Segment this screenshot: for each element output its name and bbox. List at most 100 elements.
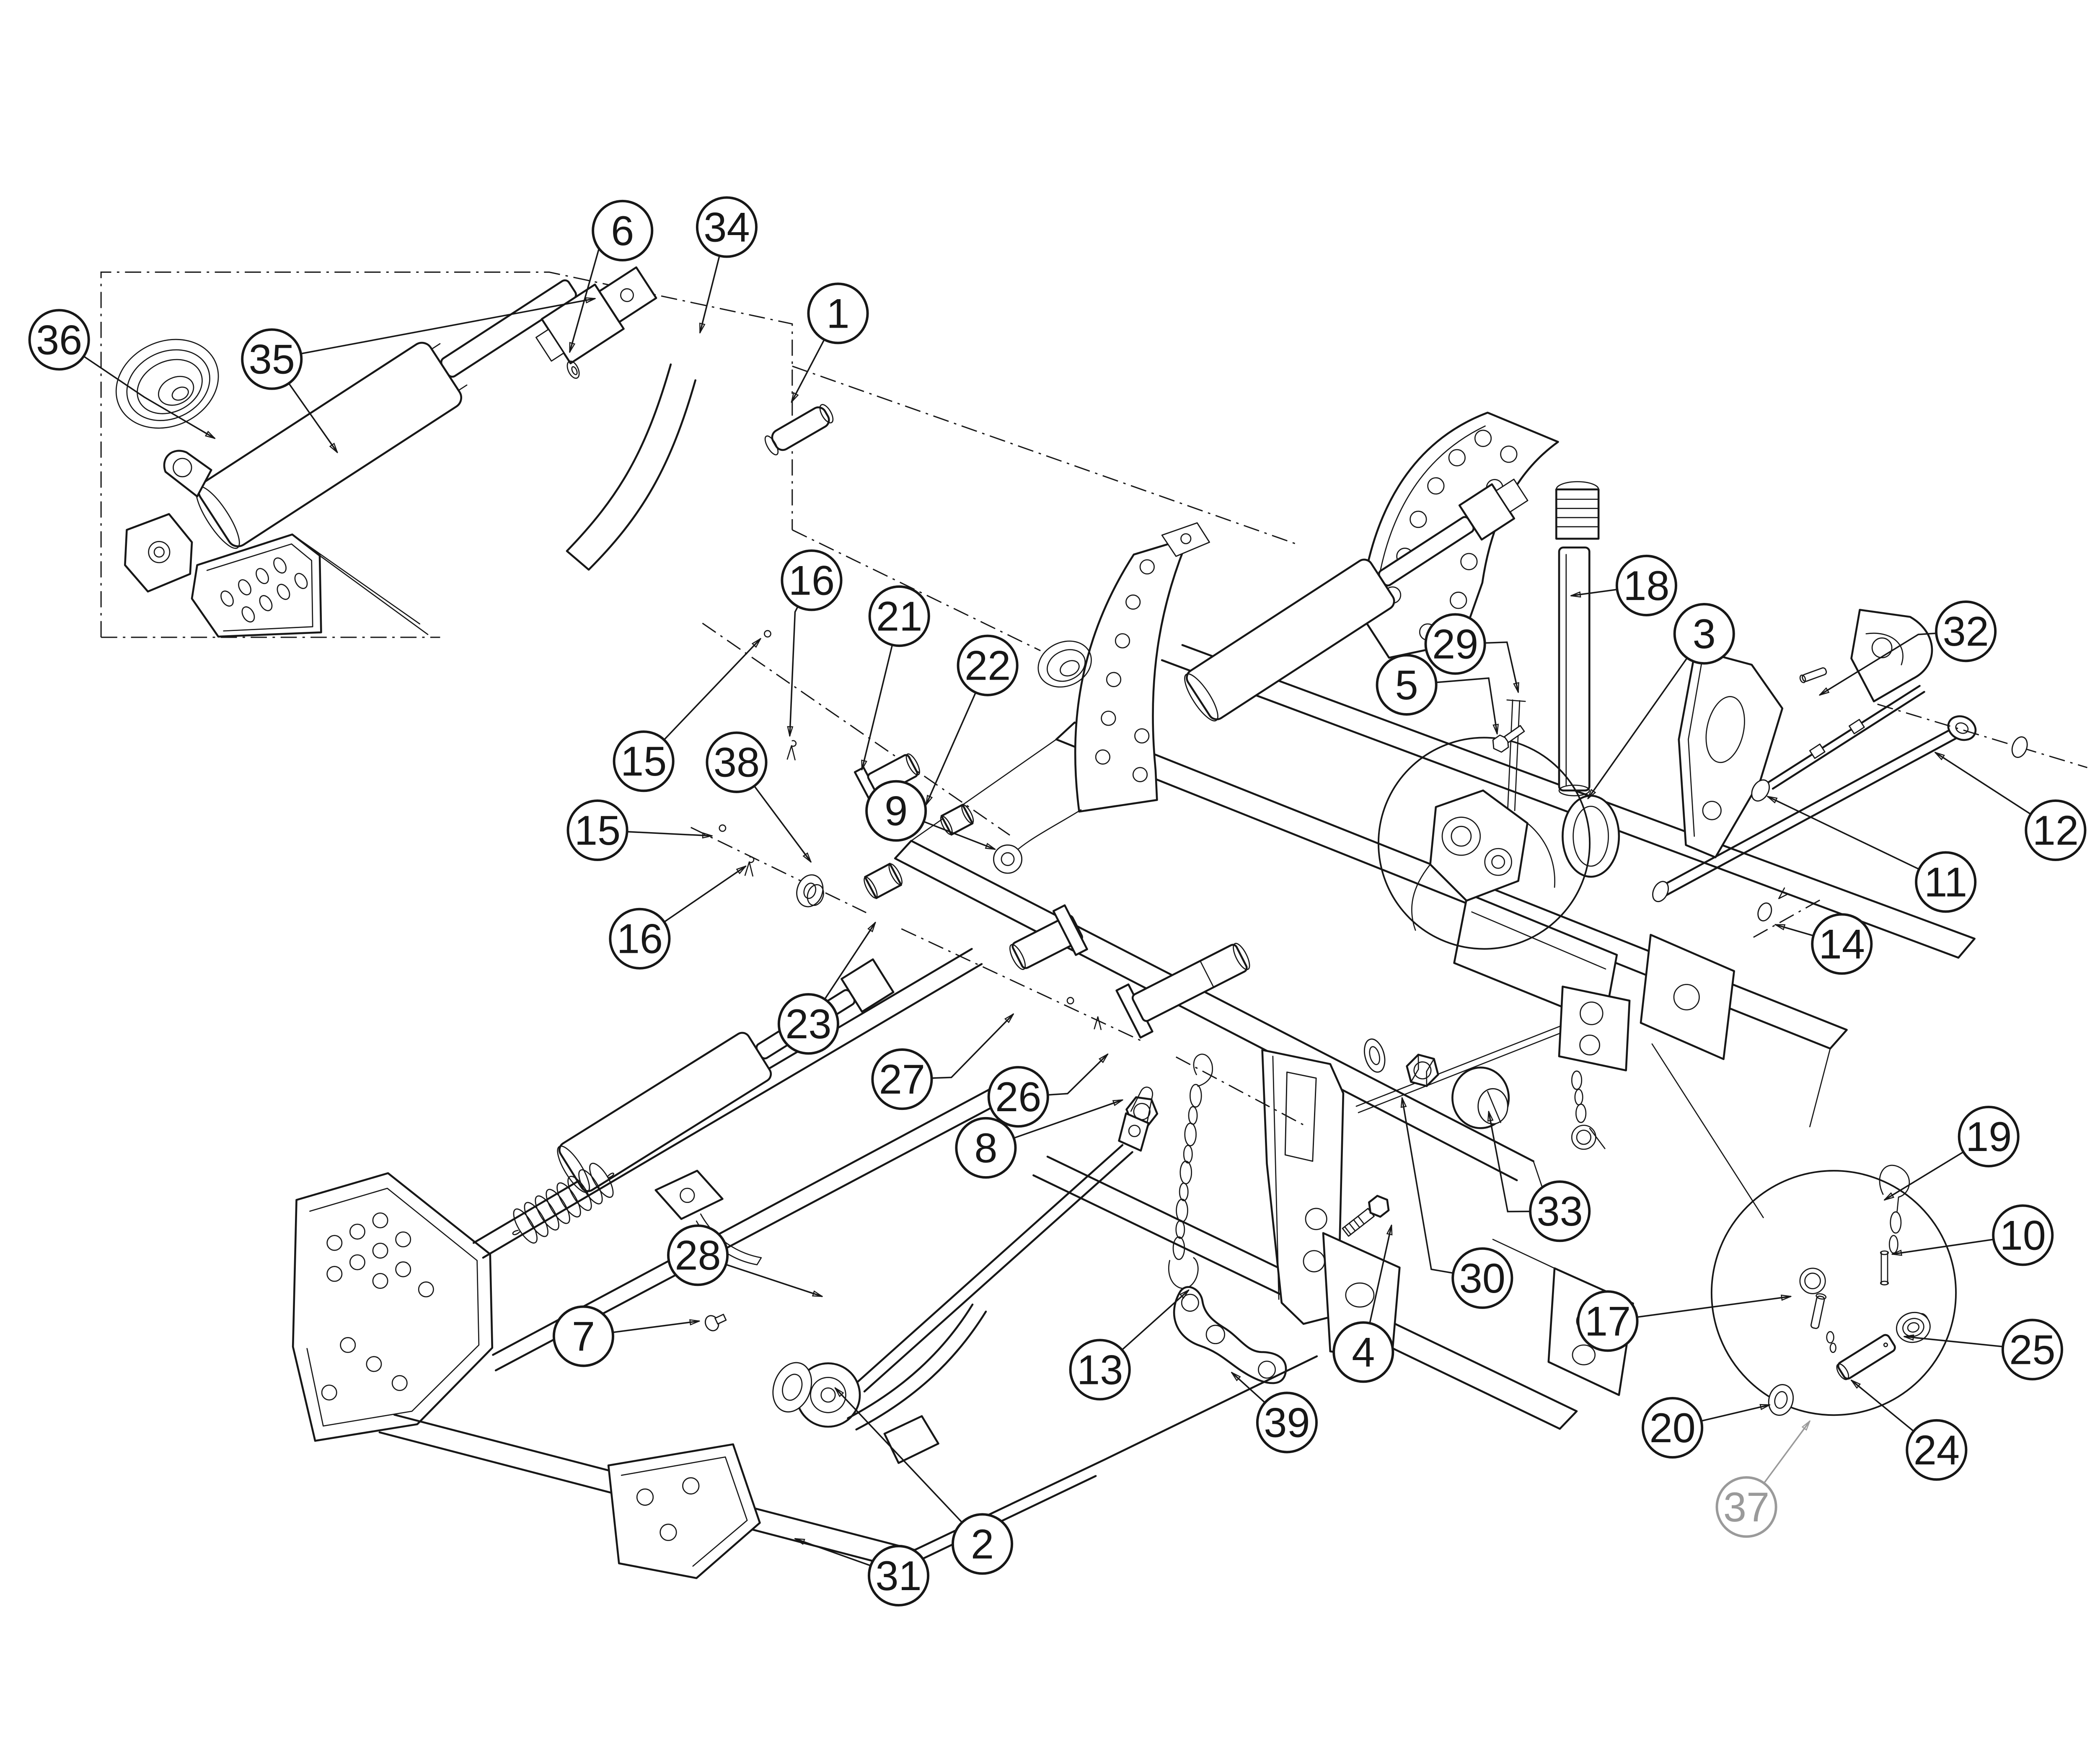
balloon-circle: [1906, 1419, 1968, 1481]
leader-line: [1637, 1296, 1791, 1318]
callout-balloon-16: 16: [609, 908, 671, 970]
balloon-circle: [696, 196, 758, 258]
callout-balloon-23: 23: [777, 993, 839, 1055]
balloon-circle: [1615, 554, 1677, 616]
balloon-number: 31: [875, 1553, 921, 1599]
balloon-number: 5: [1395, 662, 1418, 709]
balloon-circle: [1935, 600, 1997, 662]
balloon-circle: [955, 1117, 1017, 1179]
leader-line: [1231, 1373, 1266, 1403]
balloon-number: 35: [249, 336, 295, 383]
flanged-nut: [1896, 1311, 1931, 1343]
balloon-circle: [957, 634, 1019, 696]
leader-line: [1588, 657, 1688, 799]
leader-line: [1775, 923, 1814, 936]
balloon-number: 25: [2009, 1327, 2055, 1373]
balloon-number: 23: [785, 1001, 831, 1048]
callout-balloon-13: 13: [1069, 1339, 1131, 1401]
hydraulic-cylinder-right: [1184, 479, 1529, 722]
curved-arm-inset: [566, 363, 696, 571]
leader-line: [1851, 1380, 1914, 1432]
callout-balloon-9: 9: [865, 780, 927, 842]
small-clevis-pin: [1880, 1250, 1889, 1285]
callout-balloon-30: 30: [1451, 1247, 1513, 1309]
callout-balloon-5: 5: [1376, 654, 1438, 716]
adjuster-rod: [1751, 667, 1925, 802]
balloon-circle: [1915, 851, 1977, 913]
balloon-circle: [1424, 613, 1486, 675]
link-arm: [1173, 1286, 1287, 1384]
balloon-number: 8: [974, 1125, 997, 1172]
leader-line: [664, 866, 746, 923]
balloon-number: 36: [36, 317, 82, 363]
balloon-number: 15: [621, 738, 667, 785]
callout-balloon-12: 12: [2025, 799, 2087, 861]
weld-washer-frame: [1363, 1038, 1386, 1073]
balloon-number: 30: [1459, 1255, 1505, 1302]
rod-end-clamp-inset: [535, 266, 657, 365]
balloon-circle: [592, 199, 654, 261]
balloon-circle: [868, 1544, 930, 1606]
leader-line: [1485, 641, 1518, 692]
hydraulic-cylinder-left: [557, 958, 895, 1193]
leader-line: [1935, 753, 2031, 815]
callout-balloon-27: 27: [871, 1048, 933, 1110]
balloon-circle: [1992, 1204, 2054, 1266]
leader-line: [1489, 1112, 1531, 1213]
callout-balloon-4: 4: [1332, 1321, 1394, 1383]
callout-balloon-6: 6: [592, 199, 654, 261]
balloon-circle: [865, 780, 927, 842]
callout-balloon-1: 1: [807, 282, 869, 344]
rod-axis-line: [1877, 704, 2087, 768]
leader-line: [1048, 1054, 1108, 1096]
callout-balloon-8: 8: [955, 1117, 1017, 1179]
callout-balloon-16: 16: [781, 549, 843, 611]
balloon-number: 20: [1649, 1405, 1695, 1451]
end-plate-left: [292, 1172, 494, 1442]
callout-balloon-34: 34: [696, 196, 758, 258]
balloon-circle: [952, 1513, 1014, 1575]
balloon-number: 26: [995, 1074, 1041, 1120]
balloon-circle: [2001, 1319, 2063, 1381]
balloon-number: 18: [1623, 563, 1669, 609]
balloon-number: 37: [1723, 1484, 1769, 1531]
right-gang-assembly: [993, 411, 1933, 878]
hex-bolt: [1342, 1195, 1390, 1237]
leader-line: [627, 831, 712, 836]
balloon-circle: [868, 585, 930, 647]
tension-spring: [512, 1163, 614, 1244]
seal-washer-inset: [115, 339, 219, 429]
balloon-circle: [777, 993, 839, 1055]
inset-frame-rails: [292, 534, 429, 635]
balloon-circle: [552, 1305, 614, 1367]
balloon-number: 27: [879, 1056, 925, 1103]
exploded-pin-hardware: [691, 623, 1308, 1128]
balloon-circle: [1958, 1106, 2020, 1168]
balloon-number: 12: [2033, 807, 2079, 854]
balloon-circle: [1811, 913, 1873, 975]
balloon-number: 1: [826, 290, 849, 337]
balloon-circle: [781, 549, 843, 611]
balloon-circle: [1642, 1397, 1704, 1459]
callout-balloon-11: 11: [1915, 851, 1977, 913]
balloon-circle: [706, 731, 768, 793]
leader-line: [1121, 1290, 1189, 1351]
left-gang-assembly: [292, 948, 1318, 1579]
hydraulic-cylinder-inset: [195, 279, 577, 549]
mid-frame-details: [1125, 892, 1735, 1237]
latch-lever-left: [654, 1169, 762, 1265]
balloon-number: 16: [617, 916, 663, 962]
safety-chain-right: [1571, 1070, 1606, 1150]
balloon-circle: [871, 1048, 933, 1110]
callout-balloon-7: 7: [552, 1305, 614, 1367]
hook-bracket-top-right: [1850, 609, 1933, 703]
clevis-pin-27: [1009, 904, 1088, 970]
balloon-number: 29: [1432, 621, 1478, 667]
balloon-circle: [241, 328, 303, 390]
leader-line: [300, 299, 595, 354]
hex-nut-frame: [1406, 1053, 1439, 1087]
rod-washer-right: [2011, 736, 2028, 758]
spring-pin-inset: [566, 360, 580, 379]
